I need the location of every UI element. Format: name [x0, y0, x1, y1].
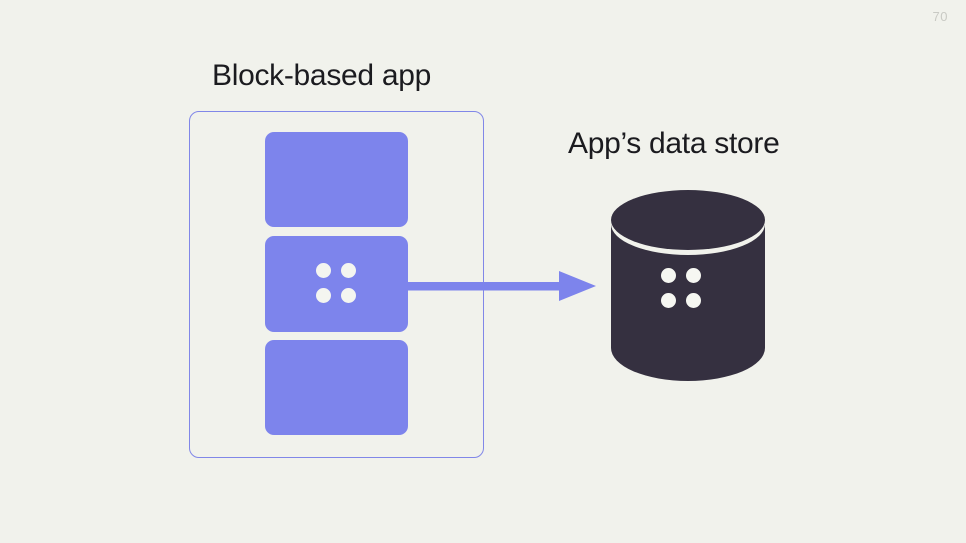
data-store-title: App’s data store	[568, 127, 780, 160]
dot-icon	[661, 268, 676, 283]
app-block-middle[interactable]	[265, 236, 408, 332]
page-number: 70	[932, 9, 948, 24]
dot-icon	[661, 293, 676, 308]
app-block-bottom[interactable]	[265, 340, 408, 435]
dot-icon	[686, 268, 701, 283]
block-data-dots	[316, 263, 356, 303]
dot-icon	[316, 263, 331, 278]
dot-icon	[341, 288, 356, 303]
block-based-app-title: Block-based app	[212, 59, 431, 92]
dot-icon	[341, 263, 356, 278]
arrow-right-icon	[407, 271, 596, 301]
dot-icon	[316, 288, 331, 303]
app-block-top[interactable]	[265, 132, 408, 227]
data-store-dots	[661, 268, 701, 308]
dot-icon	[686, 293, 701, 308]
